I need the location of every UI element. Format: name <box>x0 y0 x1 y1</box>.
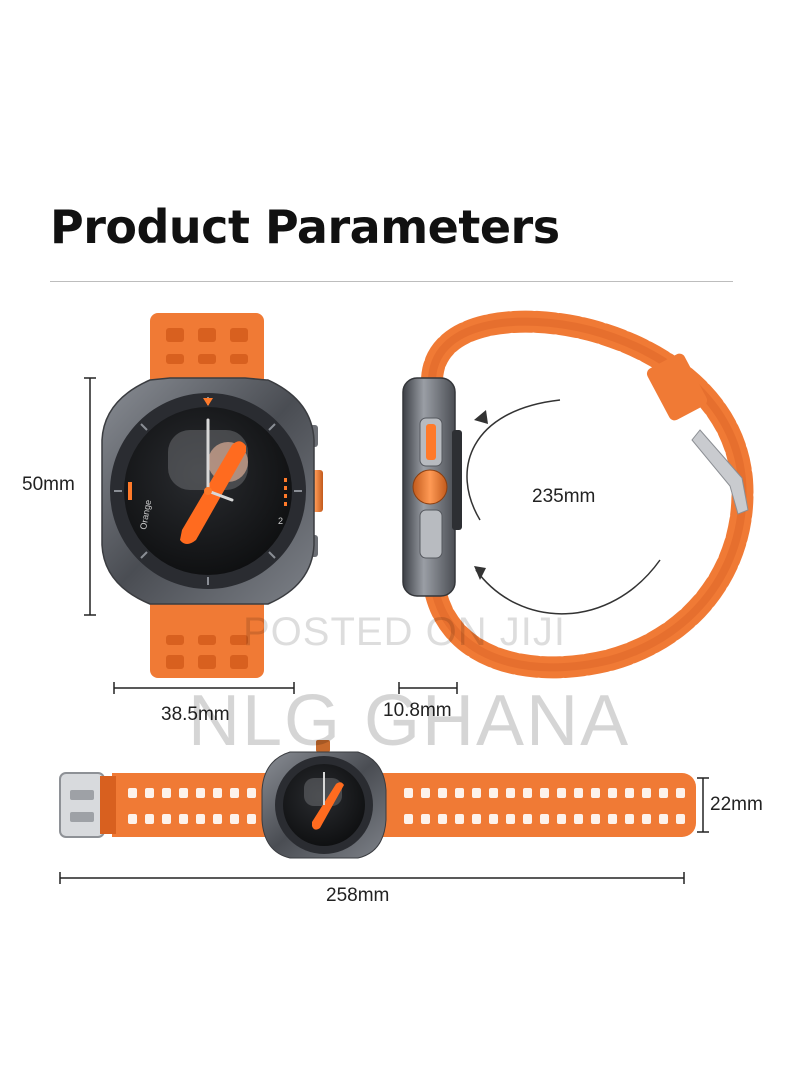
title-divider <box>50 281 733 282</box>
strap-hole <box>625 814 634 824</box>
strap-hole <box>455 788 464 798</box>
strap-hole <box>196 788 205 798</box>
strap-hole <box>506 788 515 798</box>
strap-hole <box>608 788 617 798</box>
strap-hole <box>179 814 188 824</box>
thickness-dimension-line <box>398 682 458 694</box>
strap-hole <box>557 788 566 798</box>
strap-hole <box>540 814 549 824</box>
side-display-edge <box>452 430 462 530</box>
strap-hole <box>642 814 651 824</box>
watch-flat-view <box>59 740 696 859</box>
strap-hole <box>438 814 447 824</box>
strap-hole <box>196 814 205 824</box>
strap-hole <box>608 814 617 824</box>
dial-index-left <box>128 482 132 500</box>
strap-hole <box>421 814 430 824</box>
strap-hole <box>128 814 137 824</box>
strap-hole <box>162 814 171 824</box>
strap-hole <box>472 788 481 798</box>
flat-strap-right <box>378 773 696 837</box>
watch-side-view <box>402 310 754 679</box>
side-button-accent <box>426 424 436 460</box>
strap-hole <box>230 814 239 824</box>
strap-ribs <box>166 328 248 669</box>
circumference-arrow-bottom <box>475 559 661 615</box>
strap-hole <box>659 788 668 798</box>
flat-orange-shape <box>312 782 344 830</box>
strap-hole <box>523 814 532 824</box>
circumference-arrowhead-top <box>474 410 488 424</box>
page-title: Product Parameters <box>50 200 560 254</box>
strap-hole <box>574 788 583 798</box>
width-dimension-line <box>113 682 295 694</box>
width-label: 38.5mm <box>161 704 230 725</box>
hour-hand <box>206 489 234 502</box>
strap-hole <box>145 814 154 824</box>
strap-hole <box>659 814 668 824</box>
strap-hole <box>421 788 430 798</box>
thickness-label: 10.8mm <box>383 700 452 721</box>
total-length-dimension-line <box>59 872 685 884</box>
strap-hole <box>213 788 222 798</box>
circumference-label: 235mm <box>532 486 596 507</box>
height-label: 50mm <box>22 474 75 495</box>
flat-buckle <box>59 772 105 838</box>
strap-hole <box>557 814 566 824</box>
hand-pivot <box>204 487 212 495</box>
strap-hole <box>247 814 256 824</box>
strap-hole <box>230 788 239 798</box>
strap-hole <box>213 814 222 824</box>
watermark-posted: POSTED ON JIJI <box>243 610 566 654</box>
strap-hole <box>625 788 634 798</box>
strap-hole <box>676 788 685 798</box>
strap-hole <box>128 788 137 798</box>
strap-hole <box>540 788 549 798</box>
buckle-bar-top <box>70 790 94 800</box>
strap-width-label: 22mm <box>710 794 763 815</box>
height-dimension-line <box>84 377 96 616</box>
watermark-seller: NLG GHANA <box>188 681 631 761</box>
strap-hole <box>506 814 515 824</box>
dial-digit: 2 <box>278 516 283 526</box>
total-length-label: 258mm <box>326 885 390 906</box>
side-crown <box>412 469 448 505</box>
strap-hole <box>591 788 600 798</box>
strap-width-dimension-line <box>697 777 709 833</box>
dial-scale-right <box>284 478 287 506</box>
circumference-arrowhead-bottom <box>474 566 486 580</box>
strap-hole <box>404 814 413 824</box>
circumference-arrow-top <box>466 399 561 521</box>
strap-hole <box>145 788 154 798</box>
strap-hole <box>162 788 171 798</box>
strap-holes <box>128 788 685 824</box>
strap-hole <box>472 814 481 824</box>
strap-hole <box>438 788 447 798</box>
side-button-lower <box>419 509 443 559</box>
strap-keeper <box>646 353 708 421</box>
buckle-bar-bottom <box>70 812 94 822</box>
strap-hole <box>676 814 685 824</box>
buckle-keeper <box>100 776 116 834</box>
strap-hole <box>455 814 464 824</box>
strap-hole <box>489 814 498 824</box>
strap-hole <box>591 814 600 824</box>
watch-front-view: Orange 2 <box>101 313 323 678</box>
flat-crown <box>316 740 330 752</box>
strap-hole <box>247 788 256 798</box>
strap-hole <box>642 788 651 798</box>
strap-hole <box>523 788 532 798</box>
strap-hole <box>404 788 413 798</box>
buckle <box>691 429 749 515</box>
bezel-marker <box>203 398 213 406</box>
strap-hole <box>489 788 498 798</box>
strap-hole <box>179 788 188 798</box>
strap-hole <box>574 814 583 824</box>
